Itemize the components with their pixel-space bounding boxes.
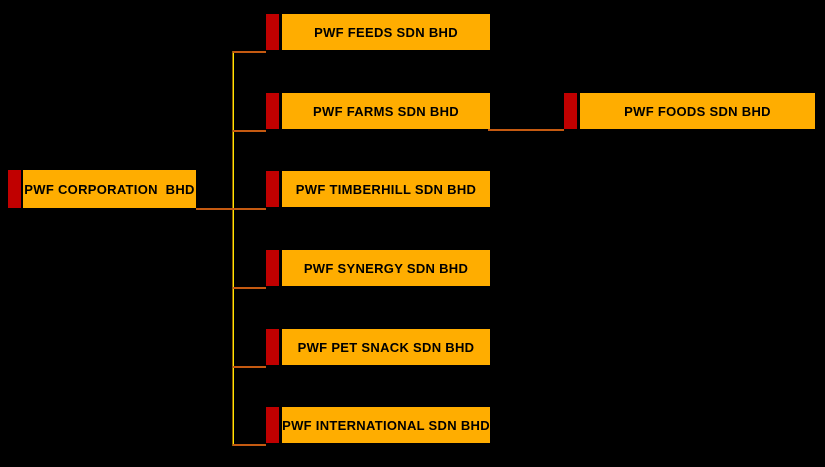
org-node-label: PWF TIMBERHILL SDN BHD [295,181,477,197]
org-node-timberhill: PWF TIMBERHILL SDN BHD [266,171,490,207]
org-node-label: PWF PET SNACK SDN BHD [297,339,475,355]
org-node-feeds: PWF FEEDS SDN BHD [266,14,490,50]
node-plate: PWF PET SNACK SDN BHD [282,329,490,365]
connector-farms [233,130,266,132]
node-plate: PWF INTERNATIONAL SDN BHD [282,407,490,443]
org-node-foods: PWF FOODS SDN BHD [564,93,815,129]
org-node-international: PWF INTERNATIONAL SDN BHD [266,407,490,443]
org-node-label: PWF FOODS SDN BHD [624,103,771,119]
connector-root-timberhill [196,208,266,210]
accent-bar [8,170,21,208]
org-node-corporation: PWF CORPORATION BHD [8,170,196,208]
connector-trunk [232,51,234,446]
node-plate: PWF FARMS SDN BHD [282,93,490,129]
accent-bar [266,14,279,50]
accent-bar [564,93,577,129]
connector-synergy [233,287,266,289]
org-node-farms: PWF FARMS SDN BHD [266,93,490,129]
org-node-pet-snack: PWF PET SNACK SDN BHD [266,329,490,365]
org-node-label: PWF FARMS SDN BHD [313,103,459,119]
node-plate: PWF FEEDS SDN BHD [282,14,490,50]
org-node-synergy: PWF SYNERGY SDN BHD [266,250,490,286]
connector-farms-foods [488,129,564,131]
connector-pet-snack [233,366,266,368]
org-node-label: PWF INTERNATIONAL SDN BHD [282,417,490,433]
accent-bar [266,250,279,286]
connector-international [233,444,266,446]
node-plate: PWF CORPORATION BHD [23,170,196,208]
accent-bar [266,171,279,207]
accent-bar [266,407,279,443]
org-node-label: PWF CORPORATION BHD [24,181,195,197]
node-plate: PWF TIMBERHILL SDN BHD [282,171,490,207]
node-plate: PWF FOODS SDN BHD [580,93,815,129]
org-node-label: PWF SYNERGY SDN BHD [303,260,469,276]
org-node-label: PWF FEEDS SDN BHD [314,24,458,40]
accent-bar [266,93,279,129]
node-plate: PWF SYNERGY SDN BHD [282,250,490,286]
accent-bar [266,329,279,365]
connector-feeds [233,51,266,53]
